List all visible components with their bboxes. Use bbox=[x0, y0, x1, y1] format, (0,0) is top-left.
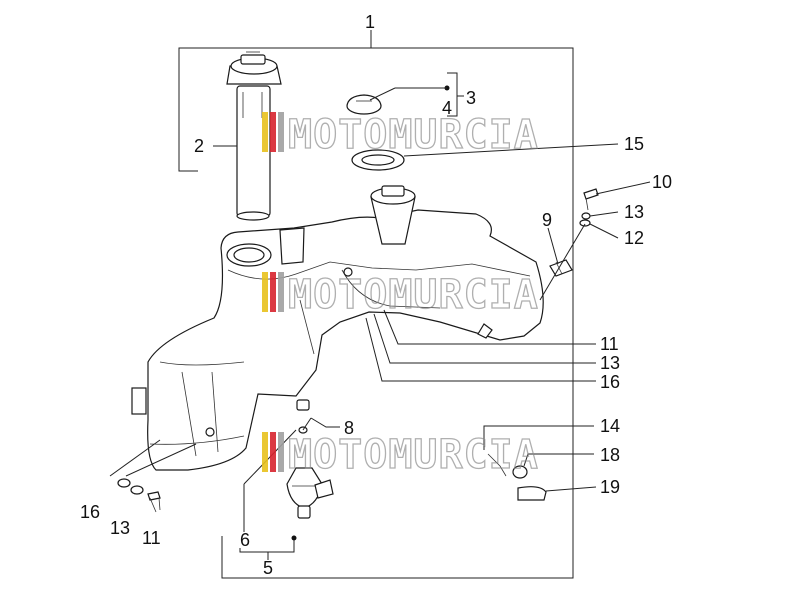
callout-4: 4 bbox=[442, 98, 452, 118]
filler-cap bbox=[346, 94, 382, 115]
callout-3: 3 bbox=[466, 88, 476, 108]
watermark-bottom: MOTOMURCIA bbox=[262, 431, 539, 479]
watermark-text: MOTOMURCIA bbox=[288, 432, 539, 478]
watermark-text: MOTOMURCIA bbox=[288, 272, 539, 318]
callout-9: 9 bbox=[542, 210, 552, 230]
hose-clamps bbox=[487, 453, 547, 501]
callout-18: 18 bbox=[600, 445, 620, 465]
callout-5: 5 bbox=[263, 558, 273, 578]
callout-16: 16 bbox=[80, 502, 100, 522]
callout-10: 10 bbox=[652, 172, 672, 192]
watermark-stripe-grey bbox=[278, 272, 284, 312]
callout-13: 13 bbox=[600, 353, 620, 373]
washer-screw-bottom bbox=[117, 478, 161, 513]
watermark-stripe-red bbox=[270, 432, 276, 472]
callout-14: 14 bbox=[600, 416, 620, 436]
watermark-stripe-yellow bbox=[262, 112, 268, 152]
clip-and-screw bbox=[549, 188, 599, 277]
watermark-text: MOTOMURCIA bbox=[288, 112, 539, 158]
watermark-stripe-yellow bbox=[262, 432, 268, 472]
watermark-stripe-red bbox=[270, 272, 276, 312]
callout-11: 11 bbox=[142, 528, 161, 548]
callout-15: 15 bbox=[624, 134, 644, 154]
callout-13: 13 bbox=[110, 518, 130, 538]
watermark-stripe-grey bbox=[278, 432, 284, 472]
watermark-middle: MOTOMURCIA bbox=[262, 271, 539, 319]
watermark-stripe-grey bbox=[278, 112, 284, 152]
callout-1: 1 bbox=[365, 12, 375, 32]
callout-16: 16 bbox=[600, 372, 620, 392]
callout-19: 19 bbox=[600, 477, 620, 497]
callout-11: 11 bbox=[600, 334, 619, 354]
leader-lines bbox=[109, 72, 651, 560]
gasket-ring bbox=[351, 149, 405, 171]
callout-6: 6 bbox=[240, 530, 250, 550]
group-bracket-1 bbox=[178, 30, 574, 579]
callout-8: 8 bbox=[344, 418, 354, 438]
callout-13: 13 bbox=[624, 202, 644, 222]
watermark-top: MOTOMURCIA bbox=[262, 111, 539, 159]
callout-2: 2 bbox=[194, 136, 204, 156]
callout-labels: 1 2 3 4 15 10 9 13 12 11 13 16 8 14 18 1… bbox=[80, 12, 672, 578]
callout-12: 12 bbox=[624, 228, 644, 248]
fuel-tank bbox=[131, 185, 544, 471]
fuel-level-sender bbox=[226, 51, 282, 221]
watermark-stripe-red bbox=[270, 112, 276, 152]
watermark-stripe-yellow bbox=[262, 272, 268, 312]
